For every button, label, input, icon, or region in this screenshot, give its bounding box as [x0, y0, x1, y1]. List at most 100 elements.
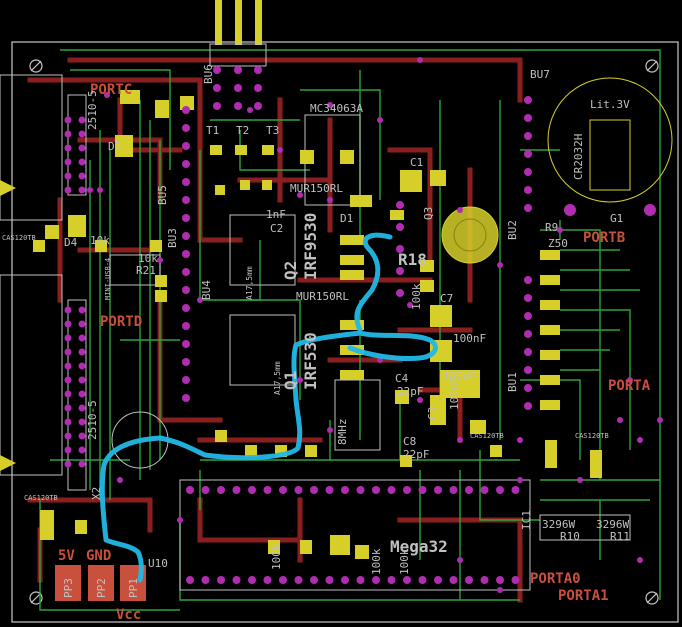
mcu-pin: [465, 486, 473, 494]
connector-pin: [64, 320, 72, 328]
pin: [396, 223, 404, 231]
connector-pin: [64, 362, 72, 370]
mcu-pin: [325, 576, 334, 584]
test-point-labels: PP3 PP2 PP1: [62, 578, 140, 598]
pin: [213, 66, 221, 74]
pin: [234, 66, 242, 74]
connector-pin: [78, 446, 86, 454]
mcu-pin: [434, 576, 442, 584]
pin: [182, 268, 190, 276]
label-r21: R21: [136, 264, 156, 277]
pin: [182, 286, 190, 294]
connector-pin: [78, 362, 86, 370]
pin: [524, 384, 532, 392]
pin: [524, 186, 532, 194]
label-d1: D1: [340, 212, 353, 225]
highlighted-trace-overlay: [99, 232, 438, 583]
label-gnd: GND: [86, 548, 111, 564]
mcu-pin: [325, 486, 334, 494]
inductor: [441, 206, 499, 264]
label-cas-1: CAS120TB: [2, 234, 36, 242]
connector-pin: [78, 144, 86, 152]
smd-pads: [33, 90, 602, 559]
label-c8: C8: [403, 435, 416, 448]
label-vcc: Vcc: [116, 607, 141, 623]
label-c1: C1: [410, 156, 423, 169]
mounting-hole-tl: [29, 59, 43, 73]
label-x2: X2: [90, 487, 103, 500]
label-c2: C2: [270, 222, 283, 235]
component-labels: BU7 BU6 BU2 BU1 BU3 BU4 BU5 MC34063A MUR…: [2, 64, 630, 575]
label-portd: PORTD: [100, 314, 142, 330]
mcu-pin: [480, 576, 489, 584]
connector-pin: [64, 460, 72, 468]
pin: [524, 96, 532, 104]
connector-pin: [64, 404, 72, 412]
supply-labels: 5V GND Vcc: [58, 548, 141, 623]
label-heatsink-a: A17,5mm: [245, 266, 254, 300]
port-labels: PORTC PORTD PORTB PORTA PORTA0 PORTA1: [90, 82, 651, 604]
connector-pin: [64, 376, 72, 384]
pin: [182, 142, 190, 150]
mcu-pin: [434, 486, 442, 494]
connector-pin: [78, 306, 86, 314]
mcu-pin: [496, 576, 504, 584]
label-r11: R11: [610, 530, 630, 543]
mcu-pin: [232, 576, 241, 584]
label-100k-a: 100k: [270, 543, 283, 570]
pin: [524, 330, 532, 338]
label-battery-part: CR2032H: [572, 134, 585, 180]
connector-pin: [64, 432, 72, 440]
label-portb: PORTB: [583, 230, 625, 246]
test-point-pads: [55, 565, 146, 601]
pin: [182, 358, 190, 366]
label-bu4: BU4: [200, 280, 213, 300]
connector-pin: [64, 418, 72, 426]
label-pp1: PP1: [127, 578, 140, 598]
label-100uf-a: 100uF: [448, 377, 461, 410]
pin: [254, 102, 262, 110]
label-c8-val: 22pF: [403, 448, 430, 461]
label-r10: R10: [560, 530, 580, 543]
label-ic1: IC1: [520, 510, 533, 530]
connector-pin: [64, 446, 72, 454]
pin: [182, 322, 190, 330]
pin: [182, 340, 190, 348]
label-100nf: 100nF: [453, 332, 486, 345]
connector-pin: [78, 404, 86, 412]
connector-pin: [78, 172, 86, 180]
pin: [396, 245, 404, 253]
mcu-pin: [263, 486, 272, 494]
mcu-pin: [449, 486, 458, 494]
connector-pin: [78, 186, 86, 194]
label-porta1: PORTA1: [558, 588, 609, 604]
label-r18-val: 100k: [410, 283, 423, 310]
mcu-pin: [248, 576, 256, 584]
top-copper-traces: [39, 49, 661, 611]
label-r18: R18: [398, 250, 427, 269]
connector-pin: [78, 158, 86, 166]
pin: [254, 84, 262, 92]
connector-pin: [78, 130, 86, 138]
label-mur-top: MUR150RL: [290, 182, 343, 195]
label-10k-a: 10k: [90, 234, 110, 247]
mcu-pin: [186, 576, 194, 584]
pin: [182, 214, 190, 222]
connector-pin: [64, 348, 72, 356]
mcu-pin: [232, 486, 241, 494]
mcu-pin: [356, 486, 365, 494]
label-mur-mid: MUR150RL: [296, 290, 349, 303]
connector-portc-body: [0, 74, 63, 221]
mcu-pin: [387, 576, 396, 584]
connector-pin: [78, 376, 86, 384]
mcu-pin: [217, 486, 225, 494]
mcu-pin: [279, 486, 287, 494]
pin: [182, 106, 190, 114]
pin: [524, 276, 532, 284]
mcu-pin: [310, 576, 318, 584]
label-bu1: BU1: [506, 372, 519, 392]
label-r9-val: Z50: [548, 237, 568, 250]
label-battery: Lit.3V: [590, 98, 630, 111]
connector-pin: [78, 334, 86, 342]
